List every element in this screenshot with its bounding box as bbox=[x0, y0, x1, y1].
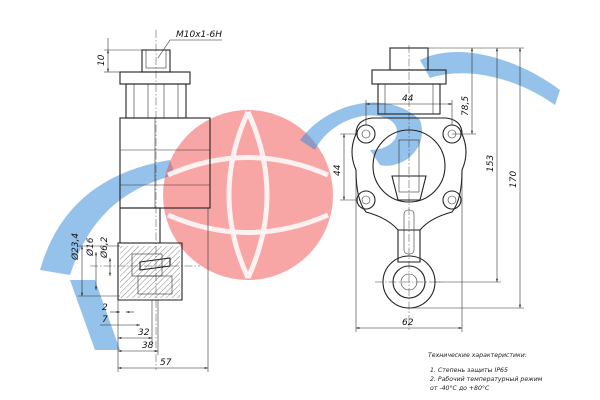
dim-170: 170 bbox=[509, 171, 519, 188]
watermark-s-shape bbox=[40, 160, 175, 275]
dim-38: 38 bbox=[142, 341, 154, 351]
dim-62: 62 bbox=[402, 318, 414, 328]
dim-d6-2: Ø6,2 bbox=[99, 236, 110, 259]
notes-title: Технические характеристики: bbox=[428, 352, 527, 359]
dim-2: 2 bbox=[102, 303, 108, 313]
dim-44-vertical: 44 bbox=[333, 164, 343, 176]
dim-44-horizontal: 44 bbox=[402, 94, 414, 104]
watermark-logo bbox=[40, 51, 560, 350]
front-view-dimensions: 44 44 78,5 153 170 62 bbox=[333, 47, 524, 332]
side-view-dimensions: M10x1-6H 10 Ø23,4 Ø16 Ø6,2 2 7 32 38 57 bbox=[70, 30, 222, 372]
watermark-globe-lines bbox=[166, 110, 330, 280]
dim-7: 7 bbox=[102, 315, 108, 325]
side-view bbox=[90, 30, 211, 370]
dim-153: 153 bbox=[486, 155, 496, 172]
dim-78-5: 78,5 bbox=[461, 96, 471, 116]
front-view bbox=[351, 45, 467, 330]
dim-d16: Ø16 bbox=[85, 237, 96, 257]
dim-d23-4: Ø23,4 bbox=[70, 233, 81, 261]
thread-label: M10x1-6H bbox=[176, 30, 222, 40]
technical-notes: Технические характеристики: 1. Степень з… bbox=[428, 352, 543, 392]
dim-32: 32 bbox=[138, 328, 150, 338]
notes-line-1: 1. Степень защиты IP65 bbox=[430, 367, 508, 374]
notes-line-3: от -40°С до +80°С bbox=[430, 384, 490, 392]
dim-top-10: 10 bbox=[97, 54, 107, 66]
dim-57: 57 bbox=[160, 358, 172, 368]
watermark-blue-stroke bbox=[70, 280, 120, 350]
watermark-globe bbox=[163, 110, 333, 280]
notes-line-2: 2. Рабочий температурный режим bbox=[430, 375, 543, 383]
watermark-l-shape bbox=[420, 51, 560, 105]
